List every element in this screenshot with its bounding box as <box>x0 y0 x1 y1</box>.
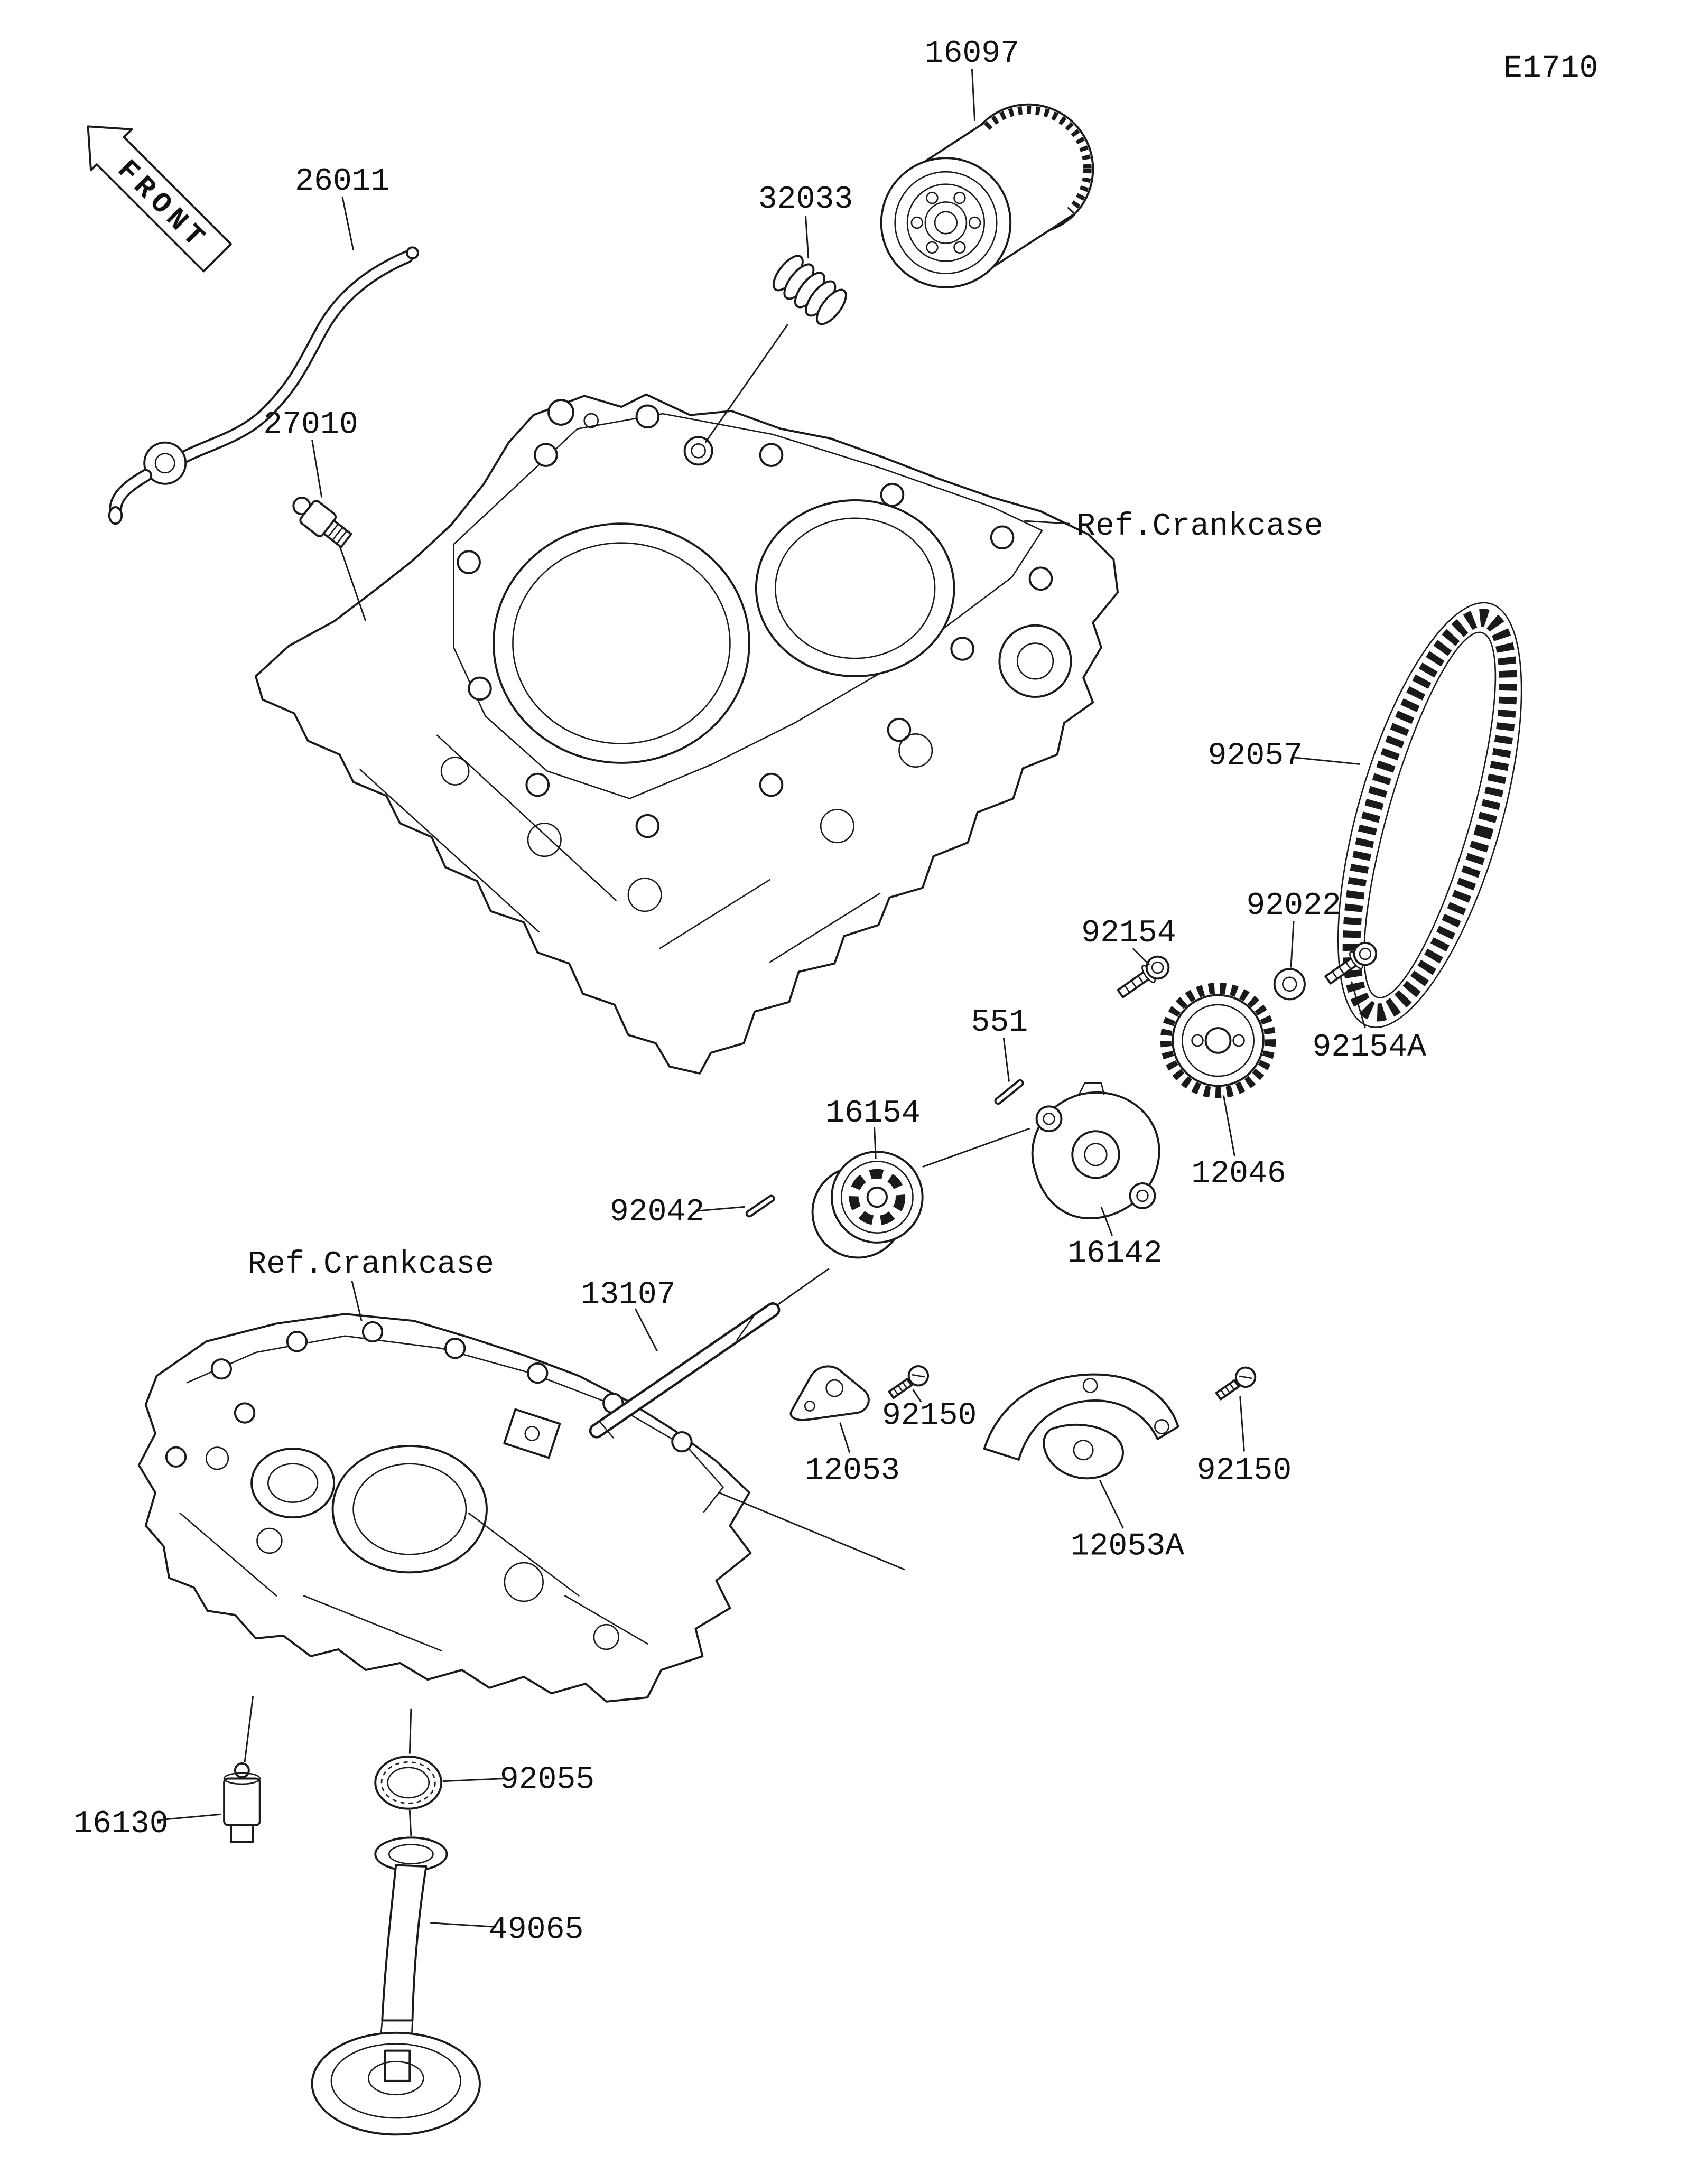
callout-16142: 16142 <box>1067 1235 1163 1271</box>
callout-92057: 92057 <box>1208 738 1303 774</box>
screw-92150-left <box>888 1365 930 1399</box>
shaft-holder-12053 <box>789 1365 870 1421</box>
callout-12046: 12046 <box>1191 1155 1286 1191</box>
bolt-92154a <box>1324 941 1378 985</box>
chain-guide-12053a <box>983 1373 1179 1480</box>
callout-13107: 13107 <box>581 1276 676 1312</box>
page-code: E1710 <box>1503 51 1599 87</box>
oil-pump-rotor <box>811 1151 924 1259</box>
callout-16154: 16154 <box>825 1095 921 1131</box>
callout-92055: 92055 <box>500 1762 595 1798</box>
oil-pump-body <box>1031 1082 1160 1219</box>
oil-pressure-switch <box>292 497 352 548</box>
callout-92150-left: 92150 <box>882 1397 977 1433</box>
bolt-92154 <box>1117 955 1170 998</box>
oil-strainer-49065 <box>311 1836 481 2136</box>
callout-26011: 26011 <box>295 163 390 199</box>
oil-pipe <box>108 246 419 525</box>
crankcase-lower <box>137 1313 752 1703</box>
dowel-pin-551 <box>994 1079 1024 1105</box>
callout-92150-right: 92150 <box>1197 1452 1292 1488</box>
callout-16130: 16130 <box>73 1806 169 1842</box>
washer-92022 <box>1273 968 1306 1001</box>
crankcase-upper <box>254 393 1119 1075</box>
callout-27010: 27010 <box>263 407 358 443</box>
callout-32033: 32033 <box>758 181 853 217</box>
callout-12053: 12053 <box>805 1452 900 1488</box>
callout-92022: 92022 <box>1246 888 1341 923</box>
oil-pump-chain <box>1337 602 1522 1028</box>
screw-92150-right <box>1215 1366 1257 1401</box>
callout-92042: 92042 <box>610 1194 705 1230</box>
callout-92154: 92154 <box>1081 915 1176 951</box>
callout-49065: 49065 <box>489 1911 584 1947</box>
front-label: FRONT <box>110 154 214 258</box>
oil-nozzle-16130 <box>223 1762 261 1843</box>
pin-92042 <box>745 1194 775 1218</box>
o-ring-92055 <box>374 1755 443 1810</box>
ref-crankcase-upper: Ref.Crankcase <box>1076 508 1323 544</box>
oil-filter <box>880 103 1094 288</box>
oil-pump-sprocket <box>1160 983 1276 1098</box>
callout-551: 551 <box>971 1004 1028 1040</box>
oil-filter-spring <box>772 255 847 325</box>
callout-16097: 16097 <box>925 35 1020 71</box>
front-direction-marker: FRONT <box>87 125 232 273</box>
callout-labels: 16097 26011 32033 27010 Ref.Crankcase 92… <box>73 35 1426 1947</box>
ref-crankcase-lower: Ref.Crankcase <box>247 1246 494 1282</box>
oil-pump-shaft <box>589 1302 781 1439</box>
callout-12053a: 12053A <box>1071 1528 1185 1564</box>
leader-lines <box>161 69 1366 1928</box>
callout-92154a: 92154A <box>1313 1029 1427 1065</box>
